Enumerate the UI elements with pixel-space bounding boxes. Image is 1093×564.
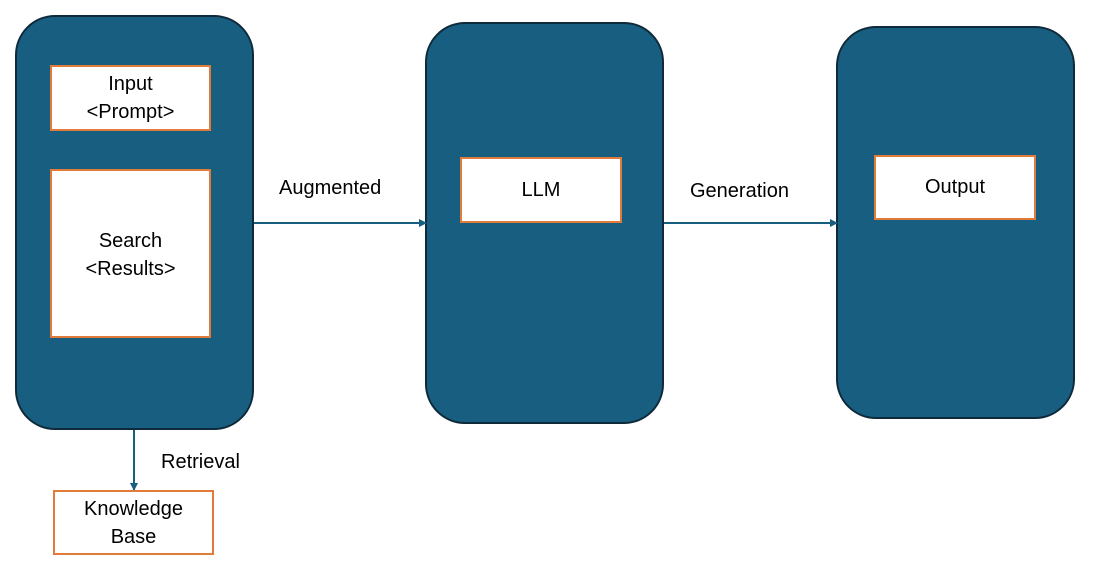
output-box: Output [874,155,1036,220]
generation-label: Generation [690,180,789,202]
prompt-label: <Prompt> [86,101,175,123]
search-label: Search [98,230,163,252]
output-label: Output [924,175,986,198]
base-label: Base [110,525,157,548]
llm-box: LLM [460,157,622,223]
knowledge-base-box: Knowledge Base [53,490,214,555]
llm-label: LLM [521,179,561,201]
input-prompt-box: Input <Prompt> [50,65,211,131]
retrieval-label: Retrieval [161,451,240,473]
knowledge-label: Knowledge [84,497,183,520]
input-label: Input [108,73,153,95]
output-panel [836,26,1075,419]
augmented-label: Augmented [279,177,382,199]
search-results-box: Search <Results> [50,169,211,338]
results-label: <Results> [85,258,176,280]
llm-panel [425,22,664,424]
